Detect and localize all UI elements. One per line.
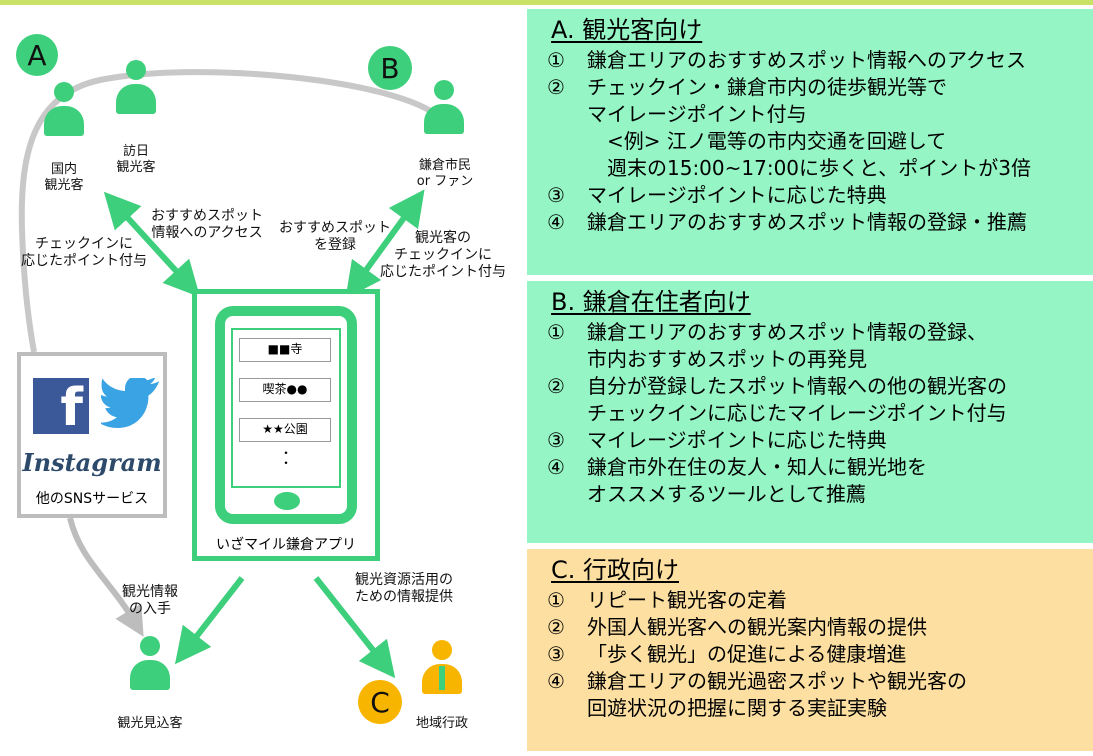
top-accent-bar bbox=[0, 0, 1093, 5]
arrow-b-app bbox=[345, 189, 425, 299]
label-register-b: おすすめスポット を登録 bbox=[279, 220, 391, 253]
home-button-icon bbox=[274, 492, 300, 510]
label-checkin-a: チェックインに 応じたポイント付与 bbox=[21, 236, 147, 269]
more-dots: ・ ・ bbox=[279, 446, 292, 470]
app-frame: ■■寺 喫茶●● ★★公園 ・ ・ いざマイル鎌倉アプリ bbox=[192, 289, 380, 561]
person-domestic-label: 国内 観光客 bbox=[44, 162, 84, 193]
arrow-app-prospect bbox=[174, 576, 245, 665]
instagram-wordmark: Instagram bbox=[22, 448, 162, 477]
person-visiting-icon bbox=[116, 60, 156, 132]
diagram-connectors bbox=[18, 69, 443, 679]
label-access-a: おすすめスポット 情報へのアクセス bbox=[151, 208, 263, 241]
spot-card: ★★公園 bbox=[239, 418, 331, 442]
label-resource: 観光資源活用の ための情報提供 bbox=[355, 572, 453, 605]
twitter-icon bbox=[101, 378, 160, 429]
person-visiting-label: 訪日 観光客 bbox=[116, 144, 156, 175]
person-resident-icon bbox=[424, 80, 464, 152]
sns-label: 他のSNSサービス bbox=[35, 491, 149, 507]
spot-card: ■■寺 bbox=[239, 338, 331, 362]
panel-title: A. 観光客向け bbox=[551, 16, 703, 44]
phone-icon: ■■寺 喫茶●● ★★公園 ・ ・ bbox=[215, 306, 357, 524]
person-domestic-icon bbox=[44, 82, 84, 154]
circle-a: A bbox=[16, 34, 58, 76]
connector-loop bbox=[18, 69, 443, 353]
label-checkin-b: 観光客の チェックインに 応じたポイント付与 bbox=[380, 230, 506, 280]
phone-screen: ■■寺 喫茶●● ★★公園 ・ ・ bbox=[231, 328, 341, 488]
person-resident-label: 鎌倉市民 or ファン bbox=[416, 158, 474, 189]
app-label: いざマイル鎌倉アプリ bbox=[216, 537, 356, 553]
connector-sns-to-prospect bbox=[67, 517, 144, 637]
label-info: 観光情報 の入手 bbox=[122, 584, 178, 617]
person-prospect-icon bbox=[130, 636, 170, 708]
list-item: ③「歩く観光」の促進による健康増進 bbox=[547, 642, 907, 666]
facebook-icon: f bbox=[33, 378, 89, 438]
person-government-icon bbox=[422, 640, 462, 712]
person-prospect-label: 観光見込客 bbox=[117, 716, 183, 731]
government-tie-icon bbox=[439, 666, 445, 690]
sns-box: f Instagram 他のSNSサービス bbox=[17, 352, 167, 518]
panel-title: B. 鎌倉在住者向け bbox=[551, 288, 751, 316]
panel-title: C. 行政向け bbox=[551, 556, 680, 584]
arrow-app-government bbox=[313, 576, 396, 679]
arrow-a-app bbox=[103, 191, 201, 298]
ecosystem-diagram: A B C 国内 観光客 訪日 観光客 鎌倉市民 or ファン 観光見込客 地域… bbox=[0, 0, 525, 756]
spot-card: 喫茶●● bbox=[239, 378, 331, 402]
circle-c: C bbox=[358, 680, 402, 724]
circle-b: B bbox=[368, 46, 412, 90]
person-government-label: 地域行政 bbox=[415, 716, 468, 731]
